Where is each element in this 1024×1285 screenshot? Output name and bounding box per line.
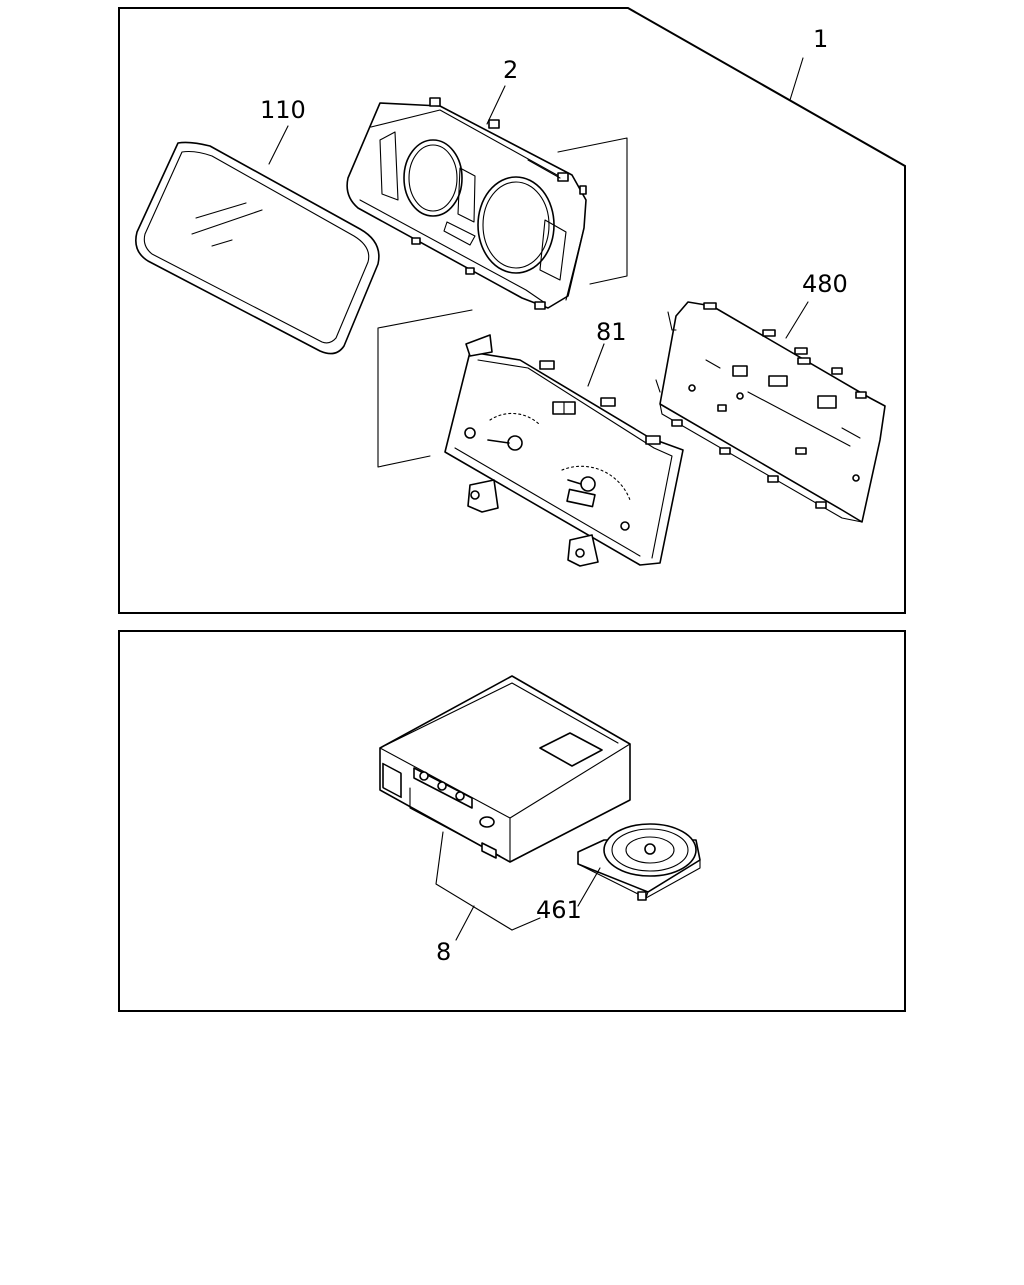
bottom-panel: 461 8: [118, 630, 906, 1012]
callout-bezel: 2: [503, 56, 518, 84]
leader-bezel: [486, 85, 506, 125]
leader-control-unit: [455, 905, 475, 941]
leader-disc: [577, 867, 601, 907]
leader-lens: [268, 125, 289, 165]
callout-circuit-board: 480: [802, 270, 848, 298]
dial-plate: [444, 334, 684, 567]
top-panel: 1 110: [118, 7, 906, 614]
bracket-bezel-group: [557, 137, 628, 285]
callout-lens: 110: [260, 96, 306, 124]
disc-tray: [577, 823, 701, 901]
callout-control-unit: 8: [436, 938, 451, 966]
leader-control-unit-bracket: [435, 831, 513, 931]
lens-glass: [135, 141, 380, 355]
circuit-board: [655, 301, 886, 523]
leader-disc-join: [511, 917, 541, 931]
bottom-panel-frame: [118, 630, 906, 1012]
leader-dial-plate: [587, 343, 605, 387]
control-unit: [379, 675, 631, 863]
leader-circuit-board: [785, 301, 809, 339]
callout-disc: 461: [536, 896, 582, 924]
bezel-frame: [346, 97, 587, 310]
callout-assembly: 1: [813, 25, 828, 53]
leader-assembly: [789, 57, 804, 101]
bracket-dial-group: [377, 309, 473, 468]
callout-dial-plate: 81: [596, 318, 627, 346]
top-panel-frame: [118, 7, 906, 614]
